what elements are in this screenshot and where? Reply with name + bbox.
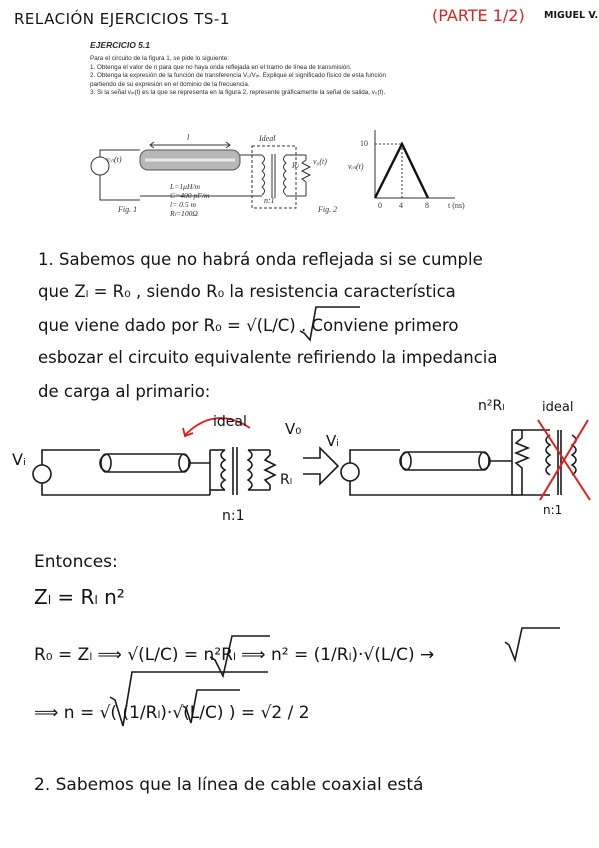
exercise-line: partiendo de su expresión en el dominio … xyxy=(90,80,250,88)
output-label: v₀(t) xyxy=(313,157,327,166)
page-header-title: RELACIÓN EJERCICIOS TS-1 xyxy=(14,10,230,28)
crossed-out-transformer-icon xyxy=(537,419,591,501)
exercise-line: Para el circuito de la figura 1, se pide… xyxy=(90,55,229,62)
sketch-right-circuit xyxy=(340,429,577,496)
exercise-line: 2. Obtenga la expresión de la función de… xyxy=(90,72,386,80)
fig2-xtick: 4 xyxy=(399,201,403,210)
part-label: (PARTE 1/2) xyxy=(432,6,525,25)
sketch-ideal-label-right: ideal xyxy=(542,400,574,415)
fig1-caption: Fig. 1 xyxy=(118,205,138,214)
big-arrow-icon xyxy=(303,446,340,486)
load-label: Rₗ xyxy=(292,161,299,170)
fig2-xtick: 0 xyxy=(378,201,382,210)
equation-n: ⟹ n = √( (1/Rₗ)·√(L/C) ) = √2 / 2 xyxy=(34,703,310,723)
line-parameters: L=1μH/m C=400 pF/m l= 0.5 m Rₗ=100Ω xyxy=(170,182,210,218)
refer-arrow xyxy=(184,417,251,436)
figure2-plot xyxy=(373,130,455,199)
solution-line: 1. Sabemos que no habrá onda reflejada s… xyxy=(38,250,483,269)
param-line: Rₗ=100Ω xyxy=(170,209,198,218)
solution-line: esbozar el circuito equivalente refirien… xyxy=(38,348,498,367)
solution-part2-line: 2. Sabemos que la línea de cable coaxial… xyxy=(34,775,424,795)
sketch-source-symbol xyxy=(32,464,52,484)
sketch-left-circuit xyxy=(32,447,277,496)
sketch-vi-label-right: Vᵢ xyxy=(326,432,339,450)
equation-zl: Zₗ = Rₗ n² xyxy=(34,585,125,609)
solution-line: de carga al primario: xyxy=(38,382,211,401)
fig2-xlabel: t (ns) xyxy=(448,201,465,210)
source-label: vᵢₙ(t) xyxy=(106,155,122,164)
param-line: l= 0.5 m xyxy=(170,200,197,209)
then-label: Entonces: xyxy=(34,552,118,572)
figure1-circuit xyxy=(90,141,312,209)
sketch-rl-label: Rₗ xyxy=(280,472,293,488)
exercise-line: 3. Si la señal vᵢₙ(t) es la que se repre… xyxy=(90,89,386,97)
sketch-ratio-label: n:1 xyxy=(222,508,245,524)
author-label: MIGUEL V. xyxy=(544,10,599,21)
fig2-ytick: 10 xyxy=(360,139,368,148)
exercise-statement: Para el circuito de la figura 1, se pide… xyxy=(90,55,510,98)
voltage-source-symbol xyxy=(90,156,110,176)
equation-r0: R₀ = Zₗ ⟹ √(L/C) = n²Rₗ ⟹ n² = (1/Rₗ)·√(… xyxy=(34,645,435,665)
solution-line: que viene dado por R₀ = √(L/C) . Convien… xyxy=(38,316,459,335)
sketch-n2rl-label: n²Rₗ xyxy=(478,398,505,414)
sketch-vo-label: V₀ xyxy=(285,420,302,438)
sketch-coax-left xyxy=(99,453,191,473)
solution-line: que Zₗ = R₀ , siendo R₀ la resistencia c… xyxy=(38,282,456,301)
exercise-line: 1. Obtenga el valor de n para que no hay… xyxy=(90,63,352,71)
sketch-ideal-label: ideal xyxy=(213,414,247,430)
fig2-ylabel: vᵢₙ(t) xyxy=(348,162,364,171)
ideal-label: Ideal xyxy=(259,134,276,143)
param-line: L=1μH/m xyxy=(170,182,201,191)
exercise-title: EJERCICIO 5.1 xyxy=(90,40,150,50)
sketch-coax-right xyxy=(399,451,491,471)
param-line: C=400 pF/m xyxy=(170,191,210,200)
radical-signs xyxy=(109,306,560,727)
length-label: l xyxy=(187,133,190,142)
fig2-caption: Fig. 2 xyxy=(318,205,338,214)
ratio-label: n:1 xyxy=(264,196,275,205)
sketch-ratio-label-right: n:1 xyxy=(543,503,563,517)
sketch-vi-label: Vᵢ xyxy=(12,450,26,469)
fig2-xtick: 8 xyxy=(425,201,429,210)
